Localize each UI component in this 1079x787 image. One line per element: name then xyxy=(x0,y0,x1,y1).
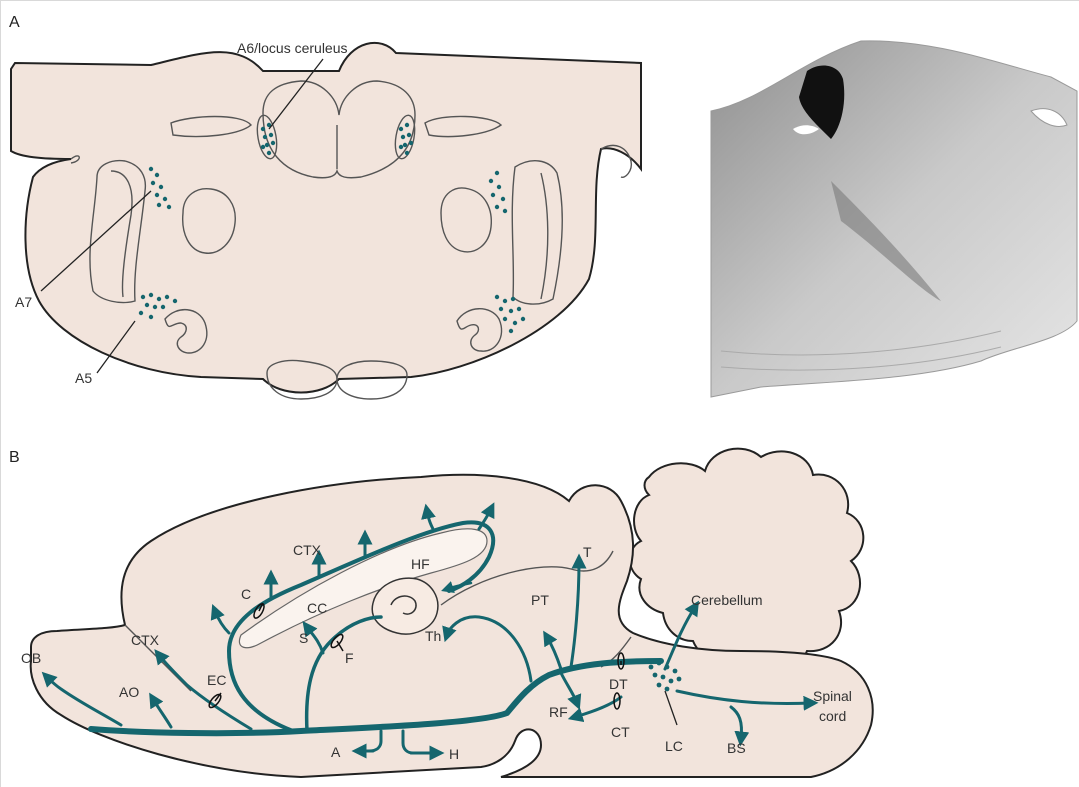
stained-section-photo xyxy=(711,41,1077,397)
label-lc: LC xyxy=(665,738,683,754)
label-s: S xyxy=(299,630,308,646)
label-c: C xyxy=(241,586,251,602)
label-ct: CT xyxy=(611,724,630,740)
sagittal-brain xyxy=(31,449,873,777)
label-ao: AO xyxy=(119,684,139,700)
label-pt: PT xyxy=(531,592,549,608)
brainstem-section xyxy=(11,43,641,399)
label-cerebellum: Cerebellum xyxy=(691,592,763,608)
label-a5: A5 xyxy=(75,370,92,386)
label-ec: EC xyxy=(207,672,226,688)
label-cord: cord xyxy=(819,708,846,724)
label-rf: RF xyxy=(549,704,568,720)
label-a: A xyxy=(331,744,341,760)
label-ctx-top: CTX xyxy=(293,542,322,558)
panel-a-letter: A xyxy=(9,14,20,31)
label-hf: HF xyxy=(411,556,430,572)
label-spinal: Spinal xyxy=(813,688,852,704)
label-ob: OB xyxy=(21,650,41,666)
label-f: F xyxy=(345,650,354,666)
label-dt: DT xyxy=(609,676,628,692)
label-h: H xyxy=(449,746,459,762)
label-t: T xyxy=(583,544,592,560)
panel-b-letter: B xyxy=(9,449,20,466)
label-th: Th xyxy=(425,628,441,644)
label-a6: A6/locus ceruleus xyxy=(237,40,348,56)
label-ctx-front: CTX xyxy=(131,632,160,648)
label-bs: BS xyxy=(727,740,746,756)
label-a7: A7 xyxy=(15,294,32,310)
label-cc: CC xyxy=(307,600,327,616)
